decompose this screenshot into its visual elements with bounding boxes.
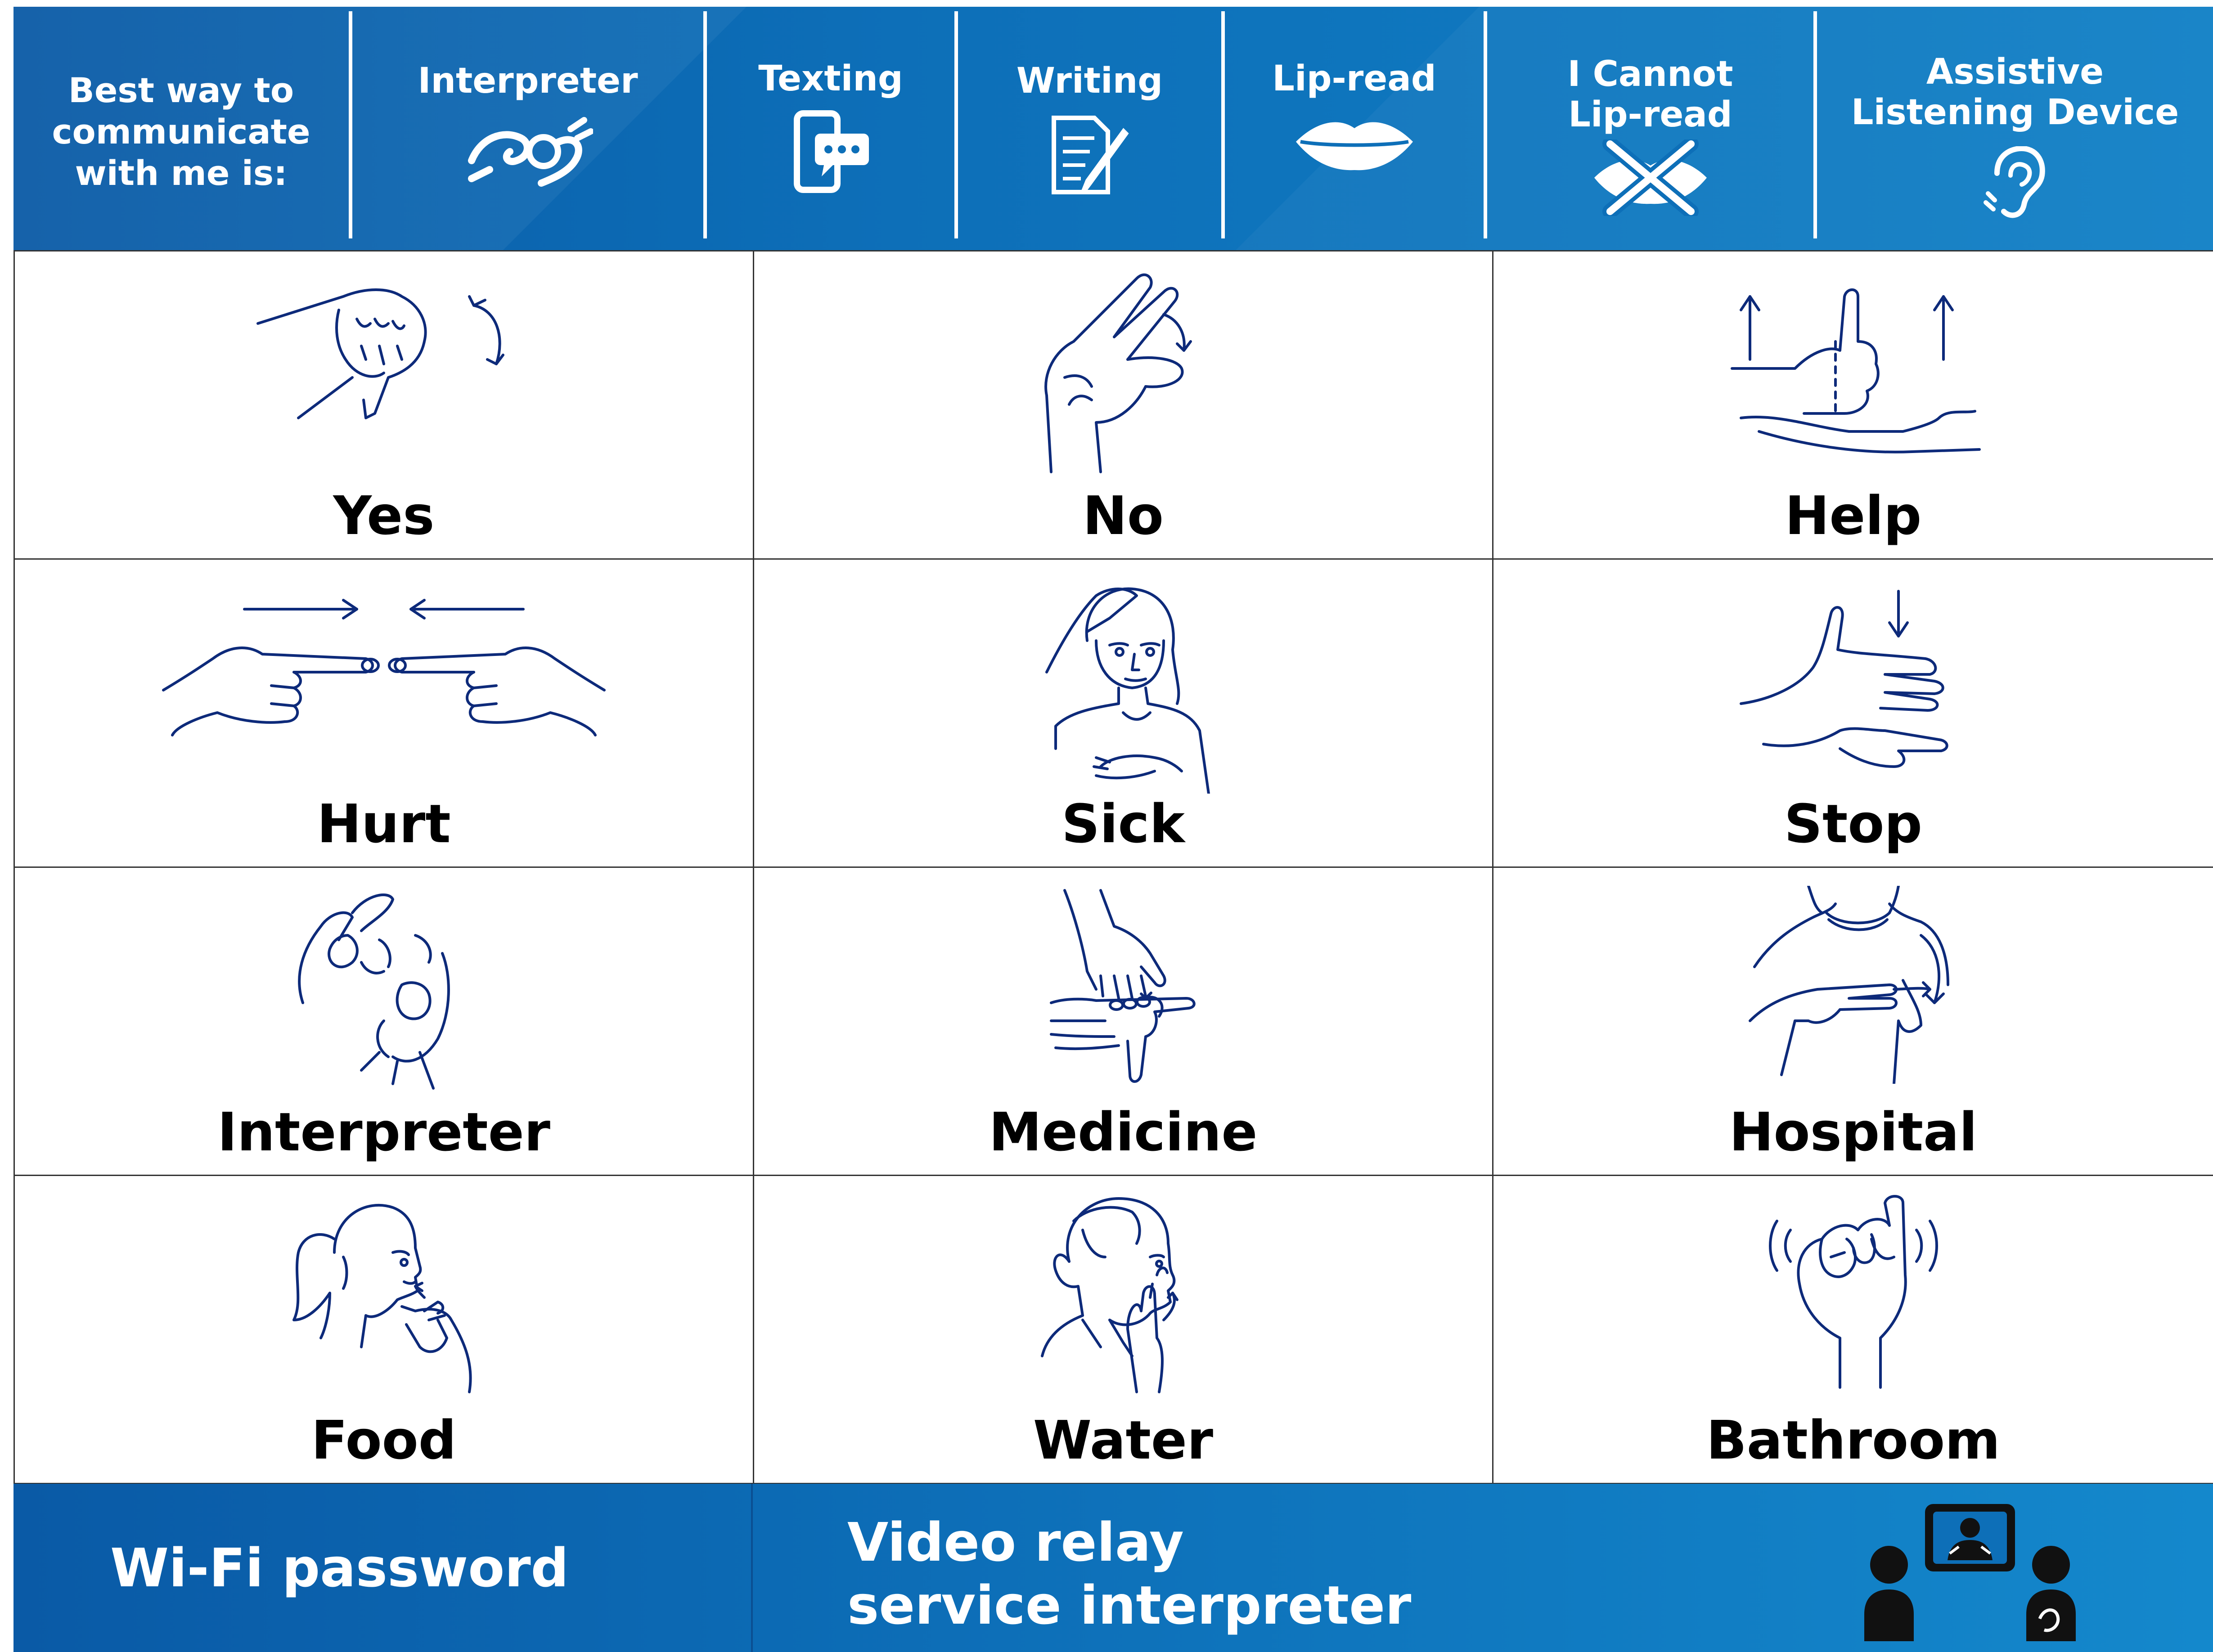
sign-card-food: Food [15, 1176, 754, 1484]
contact-footer: Wi-Fi password Video relay service inter… [13, 1484, 2213, 1652]
sign-label-yes: Yes [333, 485, 435, 547]
no-sign-icon [1029, 269, 1218, 478]
option-assistive-line-1: Assistive [1926, 52, 2104, 92]
sign-card-sick: Sick [754, 560, 1493, 868]
header-divider [954, 11, 958, 238]
hospital-sign-icon [1741, 884, 1966, 1086]
header-divider [1813, 11, 1817, 238]
bathroom-sign-icon [1763, 1194, 1943, 1394]
sign-label-hospital: Hospital [1729, 1101, 1978, 1163]
sign-label-hurt: Hurt [317, 793, 451, 855]
intro-line-1: Best way to [68, 70, 294, 110]
sign-card-medicine: Medicine [754, 868, 1493, 1176]
sign-card-no: No [754, 251, 1493, 560]
medicine-sign-icon [1038, 886, 1209, 1104]
lips-icon [1294, 117, 1415, 171]
sign-card-yes: Yes [15, 251, 754, 560]
intro-line-3: with me is: [75, 153, 288, 193]
hurt-sign-icon [159, 578, 609, 768]
writing-icon [1045, 111, 1135, 197]
video-relay-icon [1862, 1502, 2083, 1652]
header-divider [1484, 11, 1487, 238]
sign-label-help: Help [1785, 485, 1922, 547]
yes-sign-icon [240, 269, 528, 442]
wifi-password-box[interactable]: Wi-Fi password [13, 1484, 753, 1652]
option-cannot-lip-read-line-2: Lip-read [1568, 94, 1732, 135]
phone-chat-icon [788, 109, 873, 194]
sign-card-interpreter: Interpreter [15, 868, 754, 1176]
option-lip-read-label: Lip-read [1272, 58, 1436, 99]
help-sign-icon [1723, 269, 1984, 460]
option-writing-label: Writing [1016, 61, 1163, 101]
video-relay-line-1: Video relay [847, 1511, 1184, 1573]
sign-label-stop: Stop [1784, 793, 1922, 855]
header-divider [1221, 11, 1225, 238]
sign-label-sick: Sick [1062, 793, 1185, 855]
header-divider [703, 11, 707, 238]
sick-sign-icon [1020, 578, 1227, 795]
header-intro: Best way to communicate with me is: [13, 7, 349, 250]
option-cannot-lip-read[interactable]: I Cannot Lip-read [1487, 7, 1813, 250]
sign-label-medicine: Medicine [989, 1101, 1258, 1163]
food-sign-icon [267, 1194, 501, 1403]
communication-preferences-header: Best way to communicate with me is: Inte… [13, 7, 2213, 250]
sign-label-water: Water [1033, 1409, 1214, 1471]
option-texting[interactable]: Texting [707, 7, 954, 250]
sign-card-bathroom: Bathroom [1493, 1176, 2213, 1484]
lips-crossed-icon [1592, 139, 1709, 216]
sign-label-bathroom: Bathroom [1706, 1409, 2001, 1471]
option-cannot-lip-read-line-1: I Cannot [1567, 54, 1733, 94]
video-relay-line-2: service interpreter [847, 1574, 1412, 1636]
option-lip-read[interactable]: Lip-read [1225, 7, 1484, 250]
stop-sign-icon [1736, 578, 1970, 786]
option-writing[interactable]: Writing [958, 7, 1221, 250]
header-divider [349, 11, 352, 238]
option-texting-label: Texting [758, 58, 903, 99]
sign-card-hurt: Hurt [15, 560, 754, 868]
ear-icon [1984, 146, 2047, 218]
sign-grid: Yes No [13, 250, 2213, 1484]
video-relay-box[interactable]: Video relay service interpreter [753, 1484, 2213, 1652]
intro-line-2: communicate [52, 112, 310, 152]
water-sign-icon [1033, 1194, 1213, 1403]
sign-card-hospital: Hospital [1493, 868, 2213, 1176]
wifi-password-label: Wi-Fi password [110, 1537, 569, 1599]
sign-label-no: No [1083, 485, 1164, 547]
sign-label-interpreter: Interpreter [217, 1101, 550, 1163]
option-assistive-listening[interactable]: Assistive Listening Device [1817, 7, 2213, 250]
sign-language-icon [463, 111, 593, 188]
option-assistive-line-2: Listening Device [1851, 92, 2179, 133]
option-interpreter[interactable]: Interpreter [352, 7, 703, 250]
sign-card-water: Water [754, 1176, 1493, 1484]
sign-label-food: Food [311, 1409, 457, 1471]
option-interpreter-label: Interpreter [418, 61, 638, 101]
sign-card-stop: Stop [1493, 560, 2213, 868]
interpreter-sign-icon [285, 886, 483, 1095]
sign-card-help: Help [1493, 251, 2213, 560]
